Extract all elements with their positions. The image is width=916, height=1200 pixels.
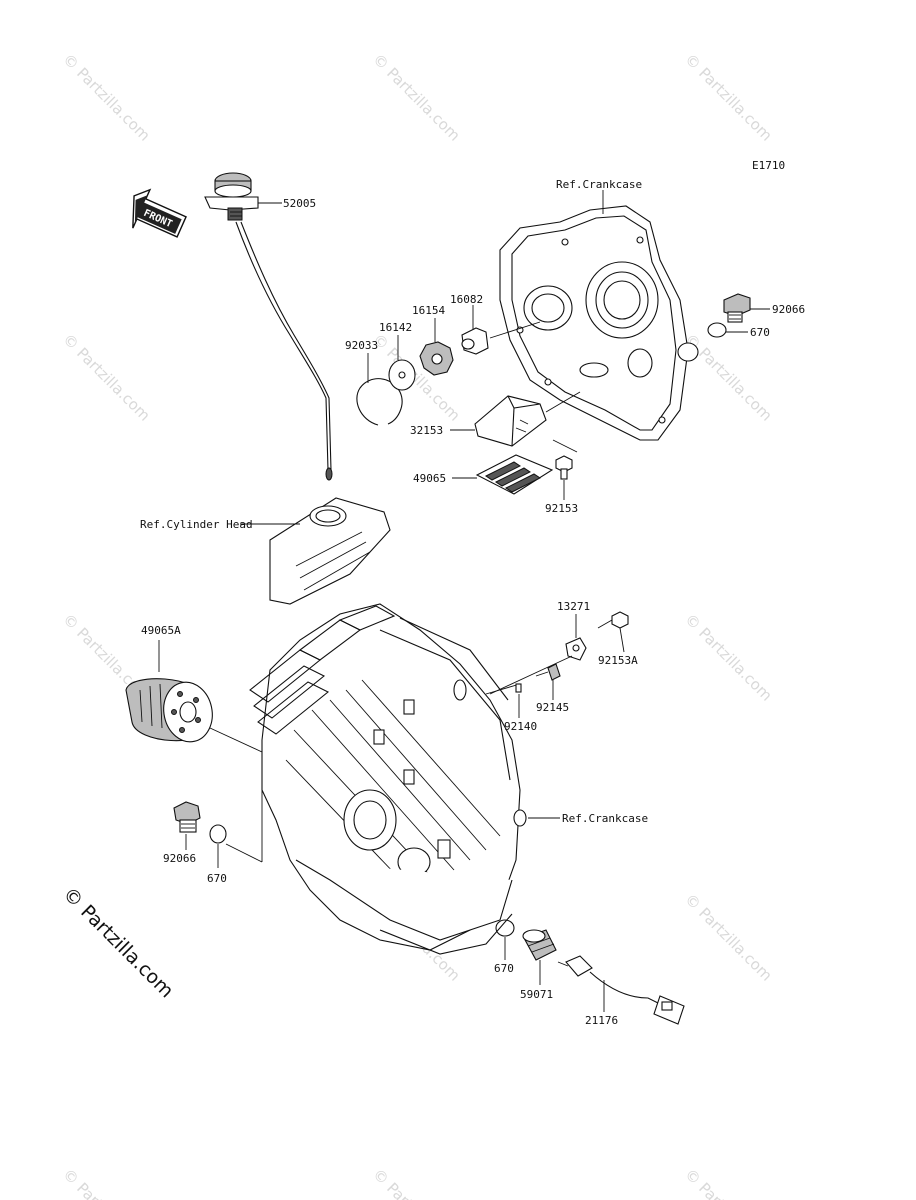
- oring-670-top: [707, 322, 727, 338]
- watermark: © Partzilla.com: [369, 330, 464, 425]
- bolt-92153: [555, 455, 573, 480]
- watermark: © Partzilla.com: [681, 890, 776, 985]
- front-arrow-icon: FRONT: [132, 188, 187, 238]
- fitting-59071: [522, 929, 557, 961]
- watermark: © Partzilla.com: [681, 1165, 776, 1200]
- bracket-13271: [565, 637, 587, 661]
- label-92033: 92033: [345, 339, 378, 352]
- watermark: © Partzilla.com: [369, 1165, 464, 1200]
- label-92066-top: 92066: [772, 303, 805, 316]
- label-52005: 52005: [283, 197, 316, 210]
- plug-92066-left: [173, 801, 201, 833]
- label-92153a: 92153A: [598, 654, 638, 667]
- label-670-left: 670: [207, 872, 227, 885]
- oil-filter-49065a: [125, 678, 213, 743]
- watermark: © Partzilla.com: [59, 330, 154, 425]
- rotor-16154: [419, 341, 454, 376]
- watermark: © Partzilla.com: [59, 1165, 154, 1200]
- label-92140: 92140: [504, 720, 537, 733]
- watermark: © Partzilla.com: [59, 50, 154, 145]
- label-16082: 16082: [450, 293, 483, 306]
- label-16154: 16154: [412, 304, 445, 317]
- watermark: © Partzilla.com: [681, 330, 776, 425]
- label-32153: 32153: [410, 424, 443, 437]
- watermark: © Partzilla.com: [681, 50, 776, 145]
- label-21176: 21176: [585, 1014, 618, 1027]
- ref-crankcase-top: Ref.Crankcase: [556, 178, 642, 191]
- circlip-92033: [356, 378, 403, 426]
- jet-92145: [535, 663, 561, 681]
- washer-16142: [388, 359, 416, 391]
- switch-21176: [557, 955, 685, 1025]
- cylinder-head-ref: [269, 497, 391, 605]
- screen-49065: [475, 454, 554, 495]
- oil-level-gauge-52005: [204, 172, 333, 481]
- label-92145: 92145: [536, 701, 569, 714]
- watermark: © Partzilla.com: [369, 50, 464, 145]
- oring-670-left: [209, 824, 227, 844]
- bolt-92153a: [597, 611, 629, 629]
- diagram-code: E1710: [752, 159, 785, 172]
- pin-92140: [515, 683, 522, 693]
- label-16142: 16142: [379, 321, 412, 334]
- label-92066-left: 92066: [163, 852, 196, 865]
- ref-crankcase-right: Ref.Crankcase: [562, 812, 648, 825]
- plug-92066-top: [723, 293, 751, 323]
- partzilla-watermark-main: © Partzilla.com: [58, 883, 177, 1002]
- label-49065: 49065: [413, 472, 446, 485]
- label-59071: 59071: [520, 988, 553, 1001]
- oring-670-bottom: [495, 919, 515, 937]
- crankcase-cover: [499, 205, 699, 441]
- label-49065a: 49065A: [141, 624, 181, 637]
- label-92153: 92153: [545, 502, 578, 515]
- pump-shaft-16082: [461, 327, 489, 355]
- label-670-bottom: 670: [494, 962, 514, 975]
- label-13271: 13271: [557, 600, 590, 613]
- crankcase-main: [249, 603, 527, 955]
- ref-cylinder-head: Ref.Cylinder Head: [140, 518, 253, 531]
- strainer-32153: [474, 395, 547, 447]
- watermark: © Partzilla.com: [681, 610, 776, 705]
- label-670-top: 670: [750, 326, 770, 339]
